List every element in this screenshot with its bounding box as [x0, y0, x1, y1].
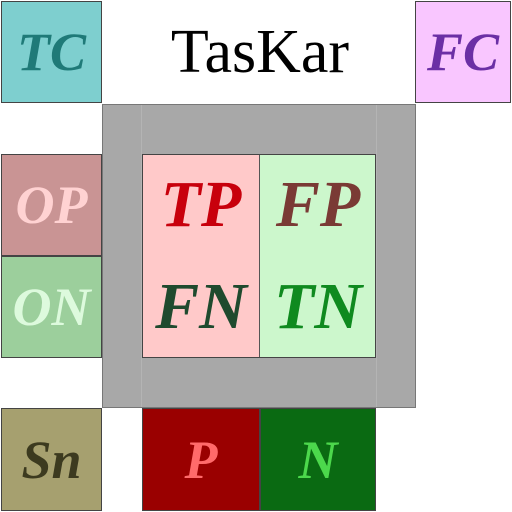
op-cell: OP — [1, 154, 102, 256]
tp-cell: TP — [142, 154, 260, 256]
fn-cell: FN — [142, 256, 260, 358]
tn-cell: TN — [260, 256, 376, 358]
sn-cell: Sn — [1, 408, 102, 511]
on-cell: ON — [1, 256, 102, 358]
p-cell: P — [142, 408, 260, 511]
tc-cell: TC — [1, 1, 102, 103]
fp-cell: FP — [260, 154, 376, 256]
matrix-divider — [259, 154, 260, 358]
n-cell: N — [260, 408, 376, 511]
matrix-border — [142, 154, 376, 358]
diagram-title: TasKar — [170, 17, 350, 86]
fc-cell: FC — [415, 1, 511, 103]
